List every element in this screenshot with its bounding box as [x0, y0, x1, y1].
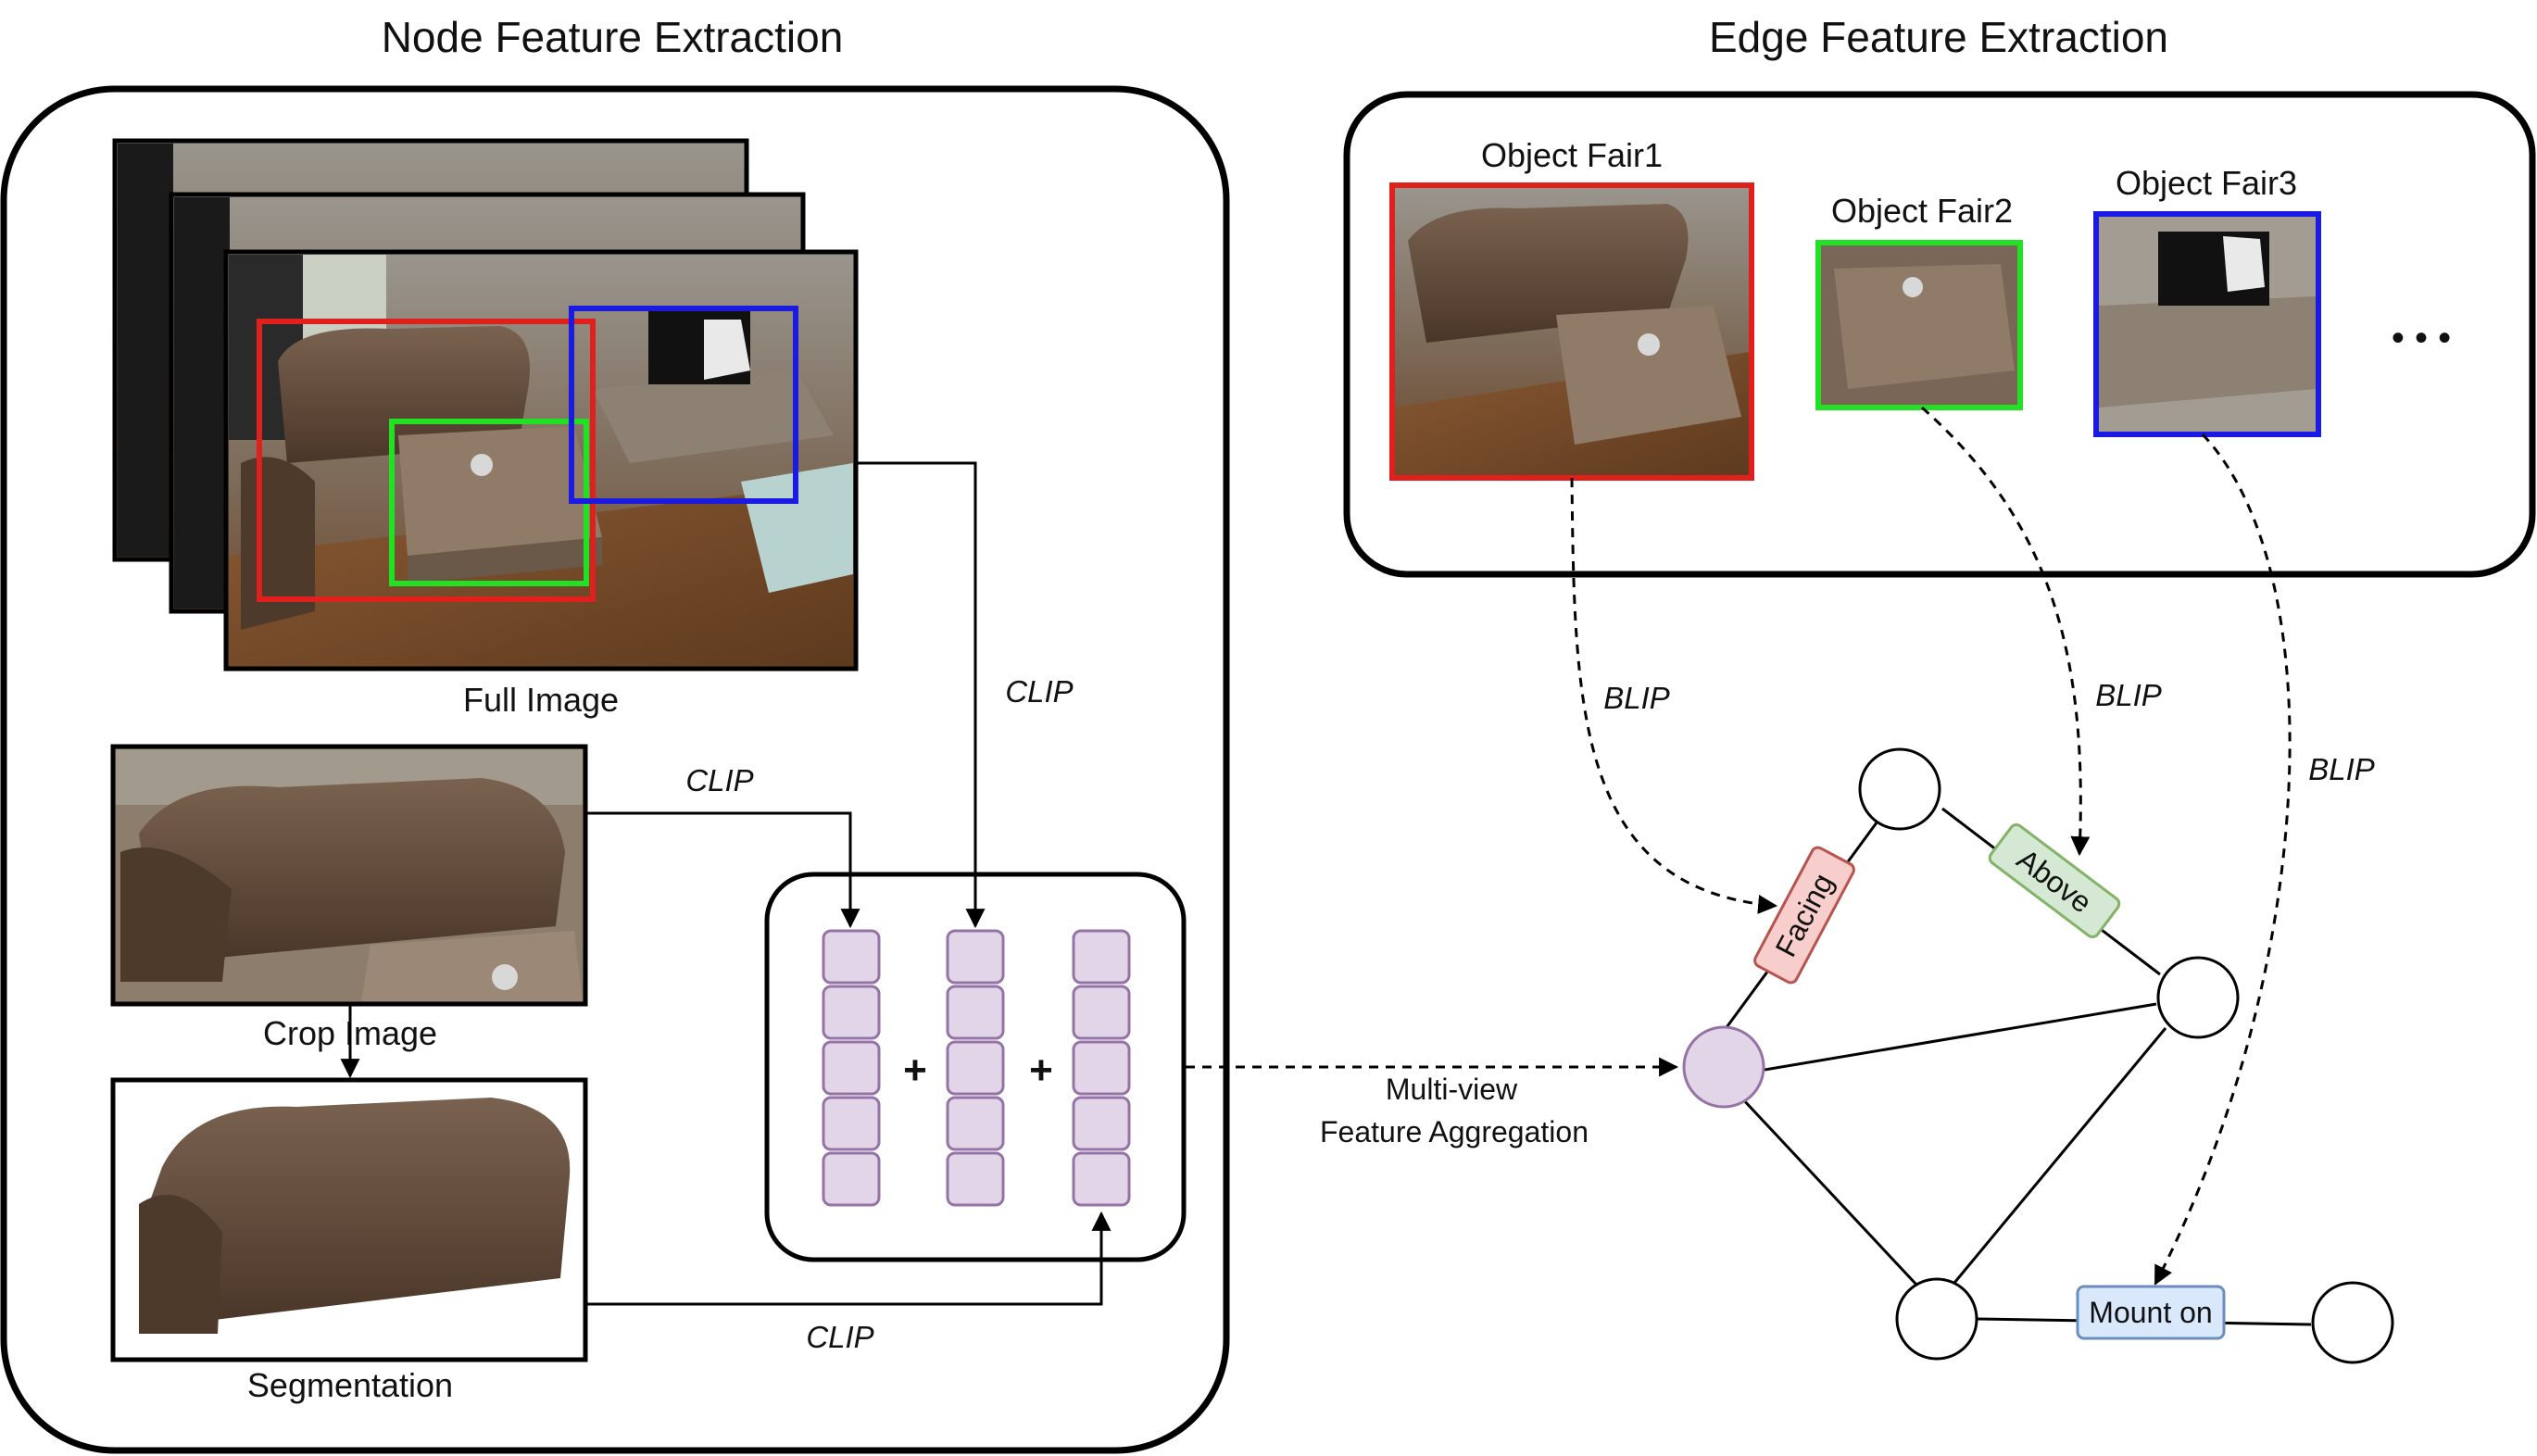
- crop-image: [110, 744, 588, 1007]
- graph-node-top: [1858, 747, 1941, 831]
- clip-arrow-full-image: [856, 461, 986, 929]
- feature-cell-col1-row2: [822, 985, 881, 1040]
- object-pair-1-label: Object Fair1: [1481, 136, 1663, 174]
- graph-node-far-right: [2311, 1281, 2394, 1364]
- red-bounding-box: [257, 319, 596, 602]
- segmentation-image: [110, 1077, 588, 1362]
- node-section-panel: [0, 85, 1230, 1454]
- clip-label-full-image: CLIP: [1005, 674, 1073, 709]
- blip-label-pair-3: BLIP: [2308, 752, 2375, 786]
- feature-cell-col3-row1: [1072, 929, 1131, 985]
- scene-graph: Facing Above Mount on: [1682, 747, 2394, 1364]
- edge-label-mount-on: Mount on: [2076, 1285, 2226, 1340]
- feature-cell-col1-row5: [822, 1151, 881, 1207]
- blip-label-pair-2: BLIP: [2095, 678, 2162, 712]
- feature-cell-col1-row3: [822, 1040, 881, 1096]
- graph-node-right: [2156, 956, 2240, 1039]
- edge-label-mount-on-text: Mount on: [2089, 1296, 2212, 1329]
- feature-cell-col1-row4: [822, 1096, 881, 1151]
- object-pair-1-image: [1389, 182, 1754, 481]
- clip-arrow-segmentation: [585, 1211, 1112, 1306]
- blip-arrow-pair-2: [1921, 406, 2091, 857]
- blip-label-pair-1: BLIP: [1603, 681, 1670, 715]
- plus-symbol-2: +: [1029, 1048, 1053, 1093]
- object-pair-2-label: Object Fair2: [1831, 192, 2013, 230]
- edge-label-facing: Facing: [1753, 846, 1855, 985]
- feature-cell-col3-row4: [1072, 1096, 1131, 1151]
- graph-edge-right-bottom: [1953, 1027, 2167, 1284]
- blip-arrow-pair-3: [2154, 433, 2292, 1286]
- segmentation-label: Segmentation: [247, 1366, 453, 1404]
- object-pair-3-image: [2093, 211, 2321, 437]
- blip-arrow-pair-1: [1570, 477, 1778, 914]
- graph-edge-purple-bottom: [1739, 1096, 1919, 1287]
- aggregation-label-line2: Feature Aggregation: [1320, 1115, 1589, 1148]
- edge-section-panel: [1343, 91, 2536, 578]
- graph-node-bottom: [1895, 1277, 1978, 1361]
- object-pair-3-label: Object Fair3: [2116, 164, 2297, 202]
- clip-arrow-crop-image: [585, 811, 860, 929]
- feature-cell-col3-row3: [1072, 1040, 1131, 1096]
- feature-cell-col2-row2: [946, 985, 1005, 1040]
- feature-cell-col1-row1: [822, 929, 881, 985]
- feature-cell-col3-row5: [1072, 1151, 1131, 1207]
- more-pairs-indicator: • • •: [2392, 318, 2451, 358]
- full-image-frame-front: [223, 249, 859, 672]
- full-image-label: Full Image: [463, 681, 619, 719]
- edge-section-title: Edge Feature Extraction: [1709, 13, 2168, 61]
- graph-node-purple: [1682, 1025, 1765, 1109]
- edge-label-above: Above: [1988, 823, 2121, 938]
- clip-label-crop-image: CLIP: [685, 763, 753, 797]
- feature-columns: [822, 929, 1131, 1207]
- feature-cell-col2-row1: [946, 929, 1005, 985]
- full-image-stack: [112, 138, 859, 672]
- object-pair-2-image: [1815, 240, 2023, 410]
- plus-symbol-1: +: [903, 1048, 927, 1093]
- node-section-title: Node Feature Extraction: [382, 13, 844, 61]
- clip-label-segmentation: CLIP: [806, 1320, 873, 1354]
- graph-edge-purple-right: [1764, 1002, 2157, 1072]
- feature-cell-col2-row3: [946, 1040, 1005, 1096]
- feature-cell-col2-row5: [946, 1151, 1005, 1207]
- blue-bounding-box: [569, 306, 798, 504]
- feature-cell-col3-row2: [1072, 985, 1131, 1040]
- feature-cell-col2-row4: [946, 1096, 1005, 1151]
- aggregation-label-line1: Multi-view: [1386, 1073, 1518, 1106]
